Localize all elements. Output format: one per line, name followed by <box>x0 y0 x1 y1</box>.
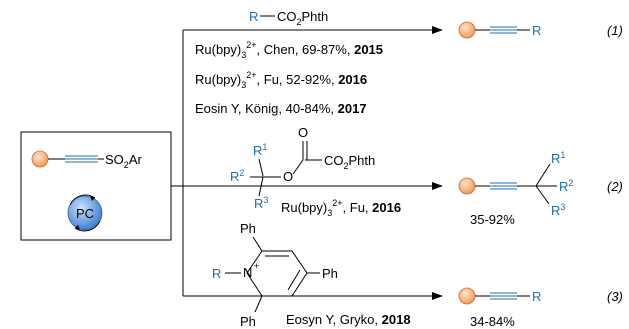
reagent-alkynyl-sulfone: SO2Ar <box>31 150 142 170</box>
route-2-yield: 35-92% <box>470 212 515 227</box>
route-3-number: (3) <box>607 289 623 304</box>
svg-text:CO2Phth: CO2Phth <box>324 153 375 171</box>
photocatalyst-pc-icon: PC <box>67 194 103 232</box>
route-2-co2: CO <box>324 153 344 168</box>
route-2-R2: R <box>230 169 239 184</box>
branch-connector <box>171 29 434 297</box>
route-2-R3: R <box>254 196 263 211</box>
route-2-reagent: R1 R2 R3 O O CO2Phth <box>230 125 375 211</box>
sulfonyl-end: Ar <box>129 152 143 167</box>
route-1-number: (1) <box>607 23 623 38</box>
route-2-R1: R <box>253 143 262 158</box>
svg-text:CO2Phth: CO2Phth <box>277 9 328 27</box>
svg-text:SO2Ar: SO2Ar <box>105 152 142 170</box>
route-1-R: R <box>249 9 258 24</box>
route-1-condition-1: Ru(bpy)32+, Chen, 69-87%, 2015 <box>195 40 383 60</box>
orange-ball-icon <box>31 150 49 168</box>
orange-ball-icon <box>458 21 476 39</box>
route-3-plus: + <box>254 261 259 271</box>
route-1-product-R: R <box>532 23 541 38</box>
route-3-Ph-bottom: Ph <box>240 314 256 329</box>
alkyne-triple-bond-icon <box>490 182 517 190</box>
route-1-phth: Phth <box>302 9 329 24</box>
route-2-product: R1 R2 R3 <box>458 150 573 218</box>
orange-ball-icon <box>458 287 476 305</box>
route-1-condition-2: Ru(bpy)32+, Fu, 52-92%, 2016 <box>195 70 367 90</box>
alkyne-triple-bond-icon <box>490 292 517 300</box>
route-2-number: (2) <box>607 179 623 194</box>
route-1-co2-sub: 2 <box>297 17 302 27</box>
arrow-head-1 <box>432 26 443 34</box>
alkyne-triple-bond-icon <box>48 155 104 163</box>
svg-text:R3: R3 <box>551 202 565 218</box>
route-1-co2: CO <box>277 9 297 24</box>
route-3-N: N <box>243 265 252 280</box>
pc-label: PC <box>76 206 94 221</box>
route-3-Ph-top: Ph <box>240 221 256 236</box>
route-1-reagent: R CO2Phth <box>249 9 328 27</box>
route-3-R: R <box>212 266 221 281</box>
route-1-product: R <box>458 21 541 39</box>
svg-text:R1: R1 <box>253 142 267 158</box>
route-3-product-R: R <box>532 289 541 304</box>
svg-text:R1: R1 <box>551 150 565 166</box>
svg-text:R2: R2 <box>559 178 573 194</box>
route-2-ester-O: O <box>283 169 293 184</box>
route-3-Ph-right: Ph <box>322 266 338 281</box>
alkyne-triple-bond-icon <box>490 26 517 34</box>
orange-ball-icon <box>458 177 476 195</box>
arrow-head-2 <box>432 182 443 190</box>
arrow-head-3 <box>432 292 443 300</box>
route-3-condition: Eosyn Y, Gryko, 2018 <box>286 312 411 327</box>
svg-text:R2: R2 <box>230 168 244 184</box>
route-3-product: R <box>458 287 541 305</box>
route-1-condition-3: Eosin Y, König, 40-84%, 2017 <box>195 101 367 116</box>
sulfonyl-text: SO <box>105 152 124 167</box>
route-2-condition: Ru(bpy)32+, Fu, 2016 <box>281 198 401 218</box>
svg-text:R3: R3 <box>254 195 268 211</box>
route-3-pyridinium-reagent: Ph N + R Ph Ph <box>212 221 338 329</box>
sulfonyl-subscript: 2 <box>124 160 129 170</box>
route-2-carbonyl-O: O <box>298 125 308 140</box>
route-3-yield: 34-84% <box>470 314 515 329</box>
